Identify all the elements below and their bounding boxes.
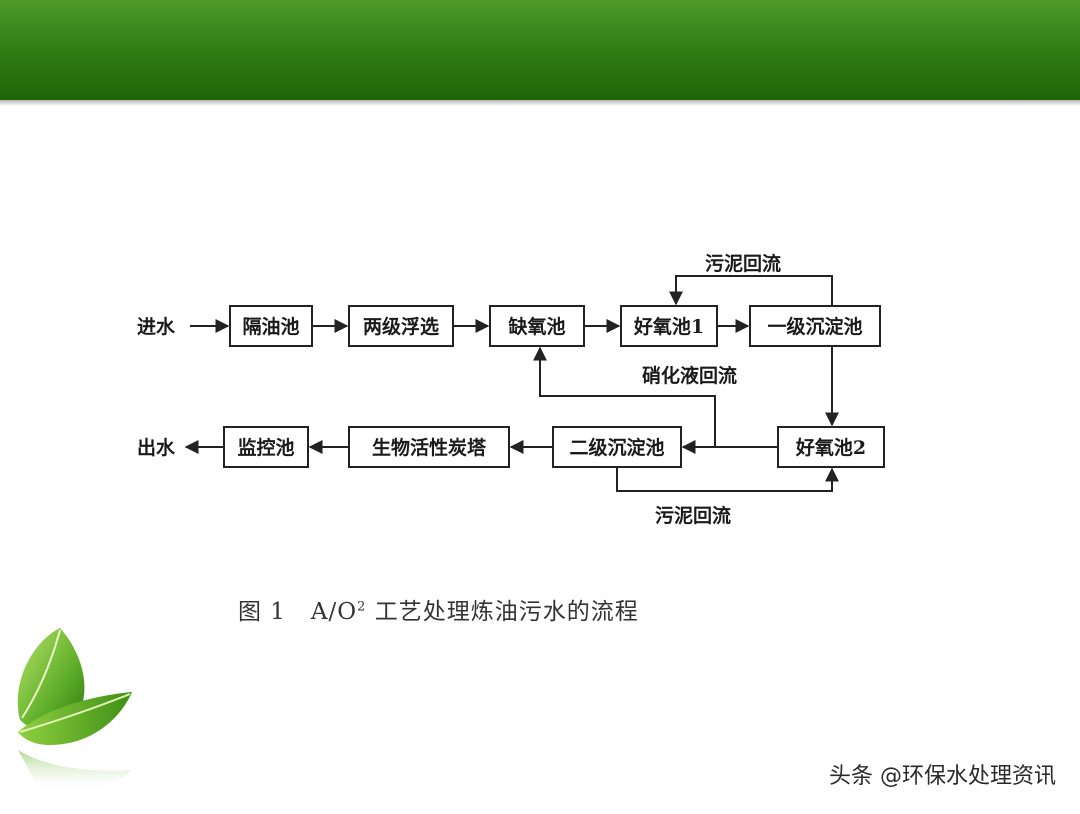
sludge-return-bottom-line [616, 467, 839, 492]
nitrate-return-line [533, 346, 716, 447]
nitrate-return-label: 硝化液回流 [642, 364, 737, 387]
outflow-label: 出水 [137, 436, 176, 459]
figure-title-superscript: 2 [357, 599, 367, 615]
figure-title-prefix: A/O [310, 599, 358, 625]
anoxic-tank-label: 缺氧池 [508, 315, 565, 338]
sludge-return-top-line [669, 275, 833, 306]
figure-number: 图 1 [238, 599, 286, 625]
primary-settling-box [749, 305, 881, 347]
figure-title-rest: 工艺处理炼油污水的流程 [366, 599, 639, 625]
aerobic-tank-1-box [620, 305, 718, 347]
figure-caption: 图 1 A/O2 工艺处理炼油污水的流程 [238, 592, 639, 626]
inflow-label: 进水 [137, 316, 176, 338]
primary-settling-label: 一级沉淀池 [767, 315, 862, 338]
banner-shadow [0, 100, 1080, 106]
sludge-return-bottom-label: 污泥回流 [655, 504, 731, 527]
watermark-text: 头条 @环保水处理资讯 [829, 764, 1056, 789]
monitoring-tank-label: 监控池 [237, 436, 294, 459]
leaf-decoration [0, 620, 150, 814]
aerobic-tank-1-label: 好氧池1 [633, 315, 704, 338]
leaf-icon [17, 628, 132, 794]
oil-separator-label: 隔油池 [242, 315, 299, 338]
oil-separator-box [229, 305, 313, 347]
sludge-return-top-label: 污泥回流 [705, 252, 781, 275]
anoxic-tank-box [489, 305, 585, 347]
aerobic-tank-2-label: 好氧池2 [795, 436, 866, 459]
bio-activated-carbon-tower-label: 生物活性炭塔 [372, 436, 487, 459]
secondary-settling-label: 二级沉淀池 [569, 436, 664, 459]
bio-activated-carbon-tower-box [348, 426, 510, 468]
two-stage-flotation-label: 两级浮选 [363, 315, 439, 338]
header-banner [0, 0, 1080, 100]
aerobic-tank-2-box [777, 426, 885, 468]
